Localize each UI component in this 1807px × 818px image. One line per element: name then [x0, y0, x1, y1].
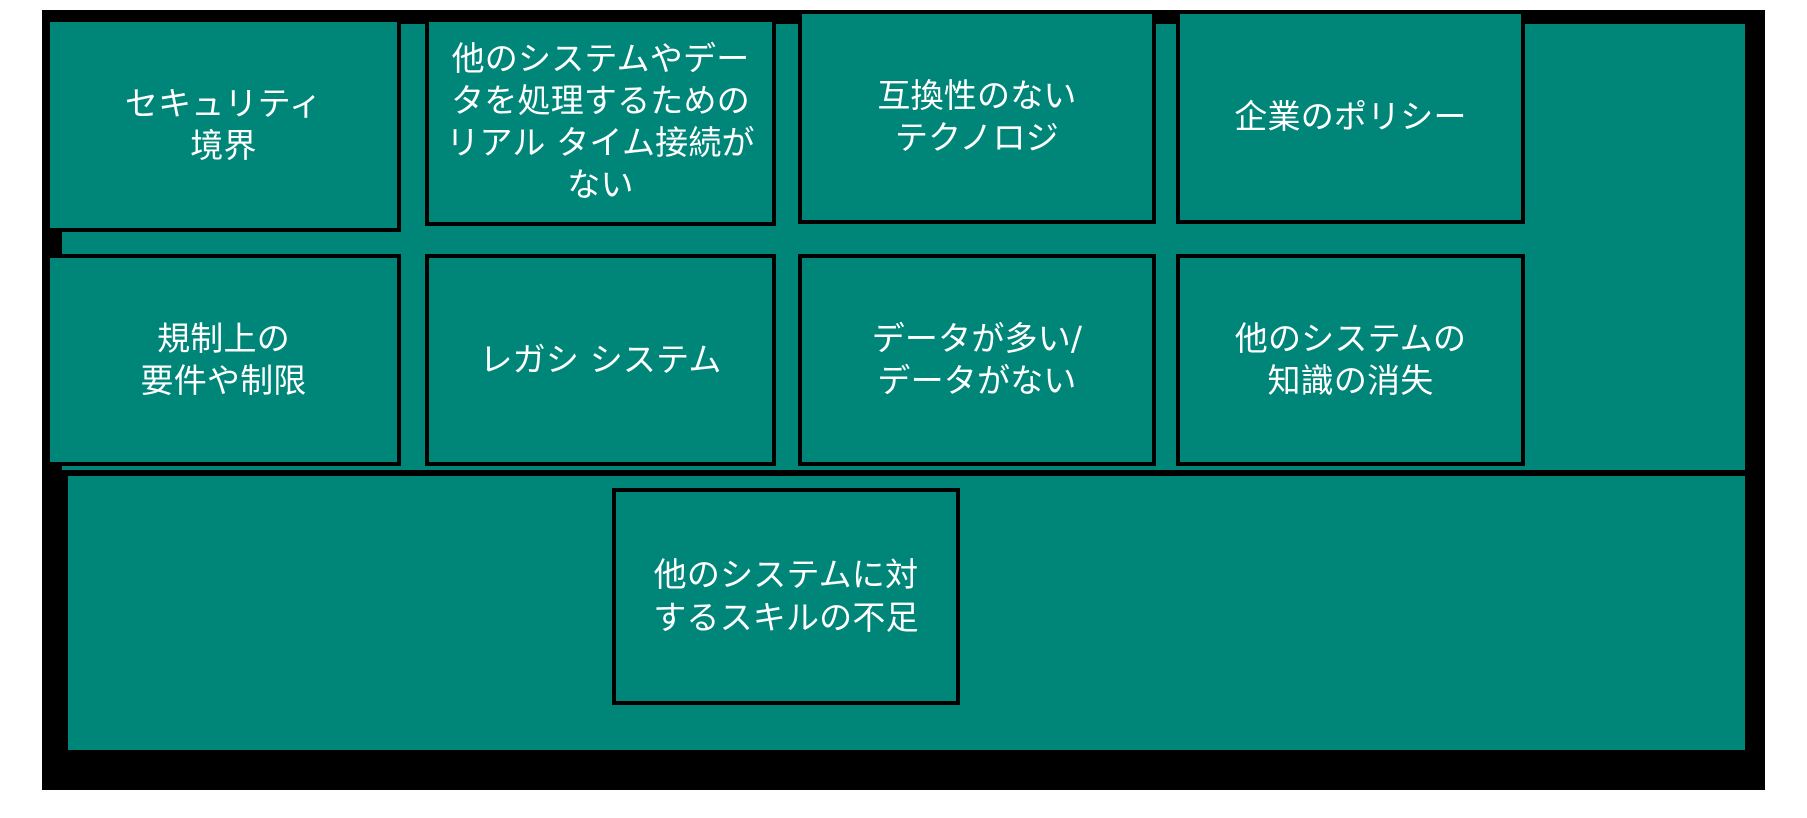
diagram-frame: セキュリティ 境界 他のシステムやデータを処理するためのリアル タイム接続がない… — [42, 10, 1765, 790]
card-legacy-system[interactable]: レガシ システム — [425, 254, 776, 466]
card-no-realtime-connection[interactable]: 他のシステムやデータを処理するためのリアル タイム接続がない — [425, 18, 776, 226]
card-skills-gap[interactable]: 他のシステムに対 するスキルの不足 — [612, 488, 960, 705]
card-security-boundary[interactable]: セキュリティ 境界 — [46, 18, 401, 232]
card-data-volume[interactable]: データが多い/ データがない — [798, 254, 1156, 466]
card-incompatible-technology[interactable]: 互換性のない テクノロジ — [798, 10, 1156, 224]
card-corporate-policy[interactable]: 企業のポリシー — [1176, 10, 1525, 224]
card-regulatory-requirements[interactable]: 規制上の 要件や制限 — [46, 254, 401, 466]
card-knowledge-loss[interactable]: 他のシステムの 知識の消失 — [1176, 254, 1525, 466]
